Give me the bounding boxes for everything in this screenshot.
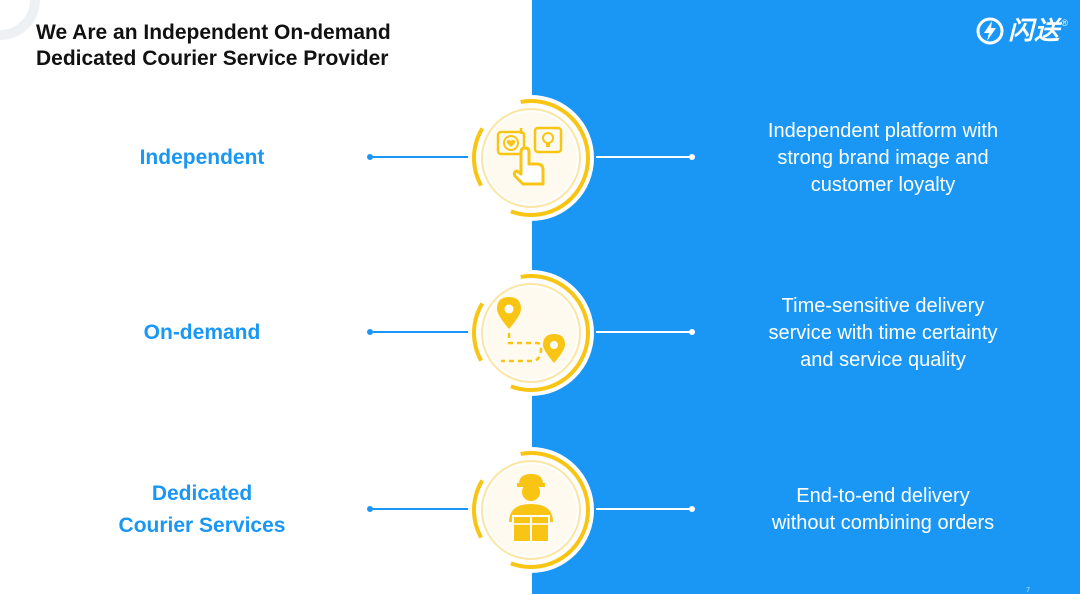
description-line: End-to-end delivery [796,485,970,507]
feature-description: End-to-end delivery without combining or… [720,440,1046,580]
connector-dot-right [689,506,695,512]
feature-label-line: On-demand [143,321,261,344]
feature-label-line: Independent [139,146,265,169]
description-line: customer loyalty [810,173,956,196]
feature-badge [465,444,597,576]
connector-line-left [370,156,470,158]
connector-dot-right [689,154,695,160]
decorative-ring [0,0,40,40]
description-line: service with time certainty [768,321,998,344]
feature-row-on-demand: On-demand Time-sensitive delivery servic… [0,263,1080,403]
courier-holding-package-icon [468,447,594,573]
description-line: without combining orders [771,512,995,534]
connector-line-right [596,156,692,158]
feature-description: Independent platform with strong brand i… [720,88,1046,228]
connector-dot-left [367,506,373,512]
slide-title-line-2: Dedicated Courier Service Provider [36,47,389,70]
feature-row-dedicated: Dedicated Courier Services End-to-end de… [0,440,1080,580]
right-panel [532,0,1080,594]
brand-logo: 闪送 ® [975,16,1068,46]
description-line: and service quality [800,348,966,371]
feature-label-line: Courier Services [118,514,286,537]
feature-label: On-demand [92,263,312,403]
feature-label: Independent [92,88,312,228]
page-number: 7 [1026,587,1030,594]
slide-title-line-1: We Are an Independent On-demand [36,21,391,44]
feature-row-independent: Independent Independent platform with st… [0,88,1080,228]
connector-line-right [596,508,692,510]
feature-label-line: Dedicated [151,482,253,505]
registered-mark: ® [1061,18,1068,28]
hand-tapping-heart-and-lightbulb-icon [468,95,594,221]
connector-dot-right [689,329,695,335]
description-line: Time-sensitive delivery [781,294,985,317]
feature-badge [465,267,597,399]
left-panel [0,0,532,594]
feature-label: Dedicated Courier Services [92,440,312,580]
lightning-bolt-in-circle-icon [976,17,1004,45]
connector-line-right [596,331,692,333]
description-line: strong brand image and [777,146,989,169]
connector-line-left [370,508,470,510]
route-with-location-pins-icon [468,270,594,396]
feature-description: Time-sensitive delivery service with tim… [720,263,1046,403]
connector-line-left [370,331,470,333]
feature-badge [465,92,597,224]
slide-title: We Are an Independent On-demand Dedicate… [36,20,391,72]
logo-text: 闪送 [1008,17,1061,45]
connector-dot-left [367,329,373,335]
description-line: Independent platform with [767,119,999,142]
connector-dot-left [367,154,373,160]
